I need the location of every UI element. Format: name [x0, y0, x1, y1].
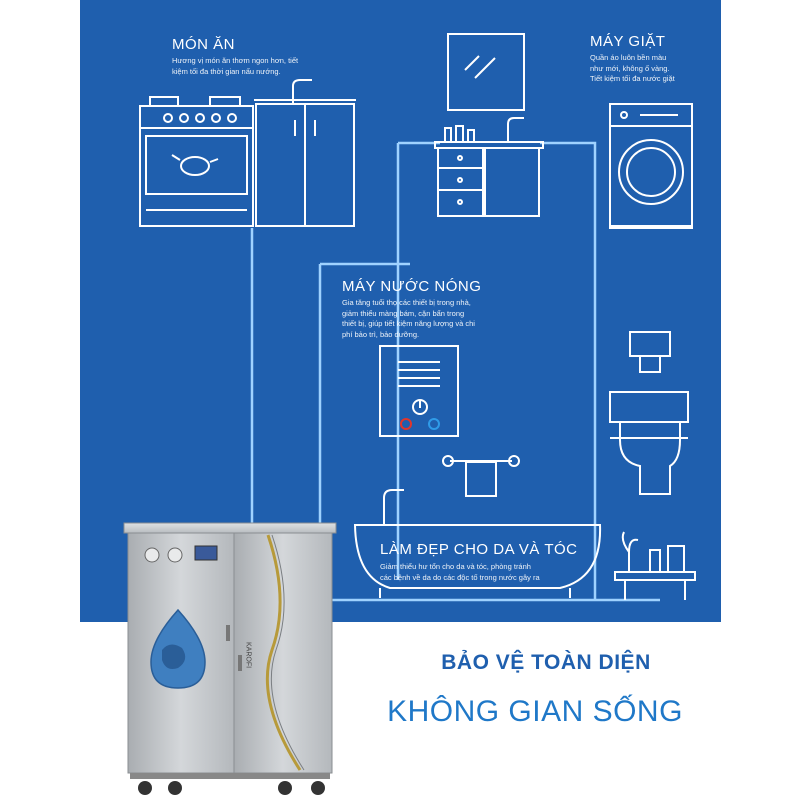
- illustration-panel: MÓN ĂN Hương vị món ăn thơm ngon hơn, ti…: [80, 0, 721, 622]
- laundry-desc: Quần áo luôn bền màu như mới, không ố và…: [590, 53, 675, 83]
- beauty-title: LÀM ĐẸP CHO DA VÀ TÓC: [380, 541, 578, 558]
- side-table-icon: [614, 531, 696, 600]
- tissue-holder-icon: [629, 331, 671, 373]
- cooking-desc: Hương vị món ăn thơm ngon hơn, tiết kiệm…: [172, 56, 299, 76]
- cabinet-brand-label: KAROFI: [245, 642, 252, 668]
- right-door-handle: [238, 655, 242, 671]
- cold-indicator-icon: [428, 418, 440, 430]
- toilet-icon: [609, 391, 689, 495]
- digital-display-icon: [194, 545, 218, 561]
- cabinet-wheels: [138, 781, 325, 795]
- tagline-line2: KHÔNG GIAN SỐNG: [387, 695, 683, 728]
- mirror-icon: [447, 33, 525, 111]
- towel-bar-icon: [442, 455, 520, 497]
- kitchen-cabinet-icon: [254, 79, 356, 227]
- laundry-title: MÁY GIẶT: [590, 33, 666, 50]
- cooking-title: MÓN ĂN: [172, 36, 235, 53]
- heater-title: MÁY NƯỚC NÓNG: [342, 278, 482, 295]
- left-door-handle: [226, 625, 230, 641]
- hot-indicator-icon: [400, 418, 412, 430]
- water-drop-globe-icon: [150, 608, 206, 689]
- washing-machine-icon: [609, 103, 693, 229]
- gold-trim-decoration: [265, 534, 302, 771]
- house-illustration: [139, 33, 696, 602]
- tagline-line1: BẢO VỆ TOÀN DIỆN: [441, 651, 651, 674]
- bathtub-icon: [353, 489, 602, 598]
- pressure-gauge-icon: [144, 547, 183, 563]
- stove-icon: [139, 96, 254, 227]
- bathroom-sink-icon: [434, 117, 544, 217]
- cabinet-right-door: [233, 532, 333, 774]
- heater-desc: Gia tăng tuổi thọ các thiết bị trong nhà…: [342, 298, 475, 339]
- beauty-desc: Giảm thiểu hư tổn cho da và tóc, phòng t…: [380, 562, 540, 582]
- water-heater-icon: [379, 345, 459, 437]
